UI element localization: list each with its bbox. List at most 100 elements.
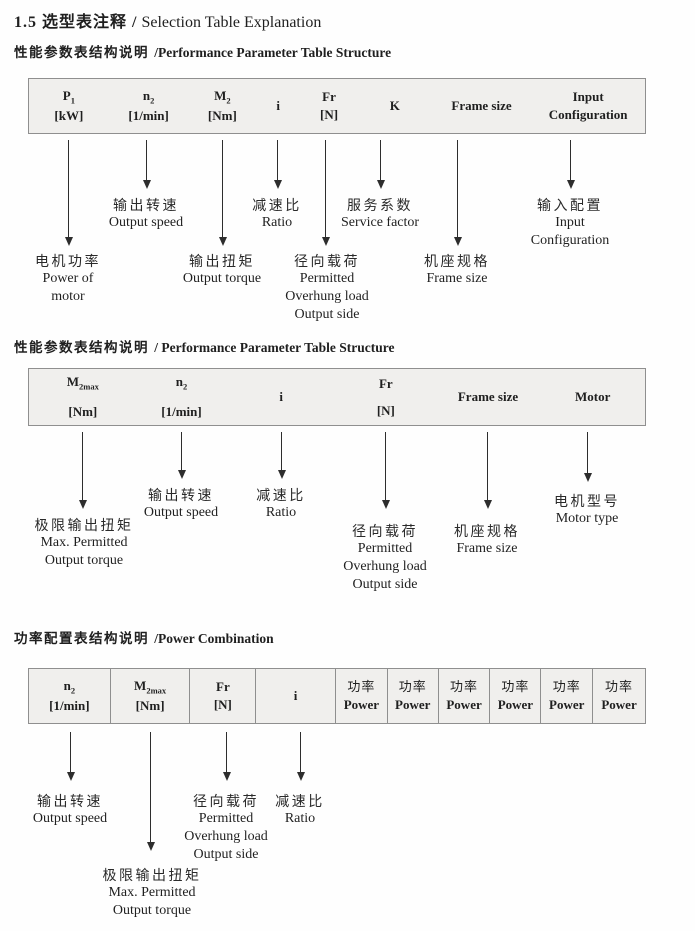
col-unit: [N] xyxy=(319,107,339,122)
performance-table-2: M2max [Nm] n2 [1/min] i Fr [N] Frame siz… xyxy=(28,368,646,426)
label-en-line: Input xyxy=(555,215,585,230)
label-en-line: Overhung load xyxy=(285,289,369,304)
section3-heading: 功率配置表结构说明 /Power Combination xyxy=(14,627,274,647)
col-symbol: M2 xyxy=(214,87,231,106)
col-symbol: 功率 xyxy=(450,679,479,695)
arrow-down-icon xyxy=(70,732,71,773)
col-unit: Power xyxy=(446,697,482,712)
label-output-speed: 输出转速 Output speed xyxy=(144,486,218,522)
label-zh-line: 输入配置 xyxy=(536,197,603,213)
label-power-of-motor: 电机功率 Power of motor xyxy=(35,252,101,306)
col-symbol: Fr xyxy=(378,375,393,391)
col-header-power-6: 功率 Power xyxy=(593,669,645,723)
col-header-power-2: 功率 Power xyxy=(388,669,439,723)
section2-heading-zh: 性能参数表结构说明 xyxy=(14,340,155,355)
label-en-line: Overhung load xyxy=(184,829,268,844)
label-zh-line: 减速比 xyxy=(256,487,306,503)
label-en-line: Overhung load xyxy=(343,559,427,574)
col-header-power-5: 功率 Power xyxy=(541,669,594,723)
label-en-line: Output torque xyxy=(112,903,192,918)
arrow-down-icon xyxy=(457,140,458,238)
label-zh-line: 电机型号 xyxy=(554,493,620,509)
label-zh-line: 极限输出扭矩 xyxy=(34,517,134,533)
col-unit: [Nm] xyxy=(68,403,98,419)
performance-table-1: P1 [kW] n2 [1/min] M2 [Nm] i Fr [N] K Fr… xyxy=(28,78,646,134)
col-header-power-3: 功率 Power xyxy=(439,669,491,723)
arrow-down-icon xyxy=(150,732,151,843)
col-unit: Power xyxy=(497,697,534,712)
label-output-speed: 输出转速 Output speed xyxy=(33,792,107,828)
label-en-line: Permitted xyxy=(198,811,254,826)
col-symbol: Frame size xyxy=(451,98,512,114)
col-symbol: P1 xyxy=(62,87,75,106)
label-en-line: Output side xyxy=(352,577,418,592)
label-ratio: 减速比 Ratio xyxy=(275,792,325,828)
arrow-down-icon xyxy=(222,140,223,238)
col-header-motor: Motor xyxy=(540,369,645,425)
label-zh-line: 输出扭矩 xyxy=(189,253,255,269)
col-symbol: 功率 xyxy=(605,679,634,695)
col-header-power-1: 功率 Power xyxy=(336,669,388,723)
label-ratio: 减速比 Ratio xyxy=(252,196,302,232)
label-en-line: Frame size xyxy=(456,541,518,556)
col-unit: [N] xyxy=(376,402,395,418)
col-header-frame-size: Frame size xyxy=(432,79,532,133)
col-unit: Power xyxy=(549,697,585,712)
arrow-down-icon xyxy=(82,432,83,501)
col-header-fr: Fr [N] xyxy=(336,369,436,425)
col-symbol: 功率 xyxy=(398,679,427,695)
col-unit: Power xyxy=(601,697,637,712)
col-header-fr: Fr [N] xyxy=(190,669,257,723)
label-service-factor: 服务系数 Service factor xyxy=(341,196,419,232)
col-header-ratio: i xyxy=(256,79,300,133)
label-frame-size: 机座规格 Frame size xyxy=(424,252,490,288)
col-symbol: 功率 xyxy=(552,679,581,695)
arrow-down-icon xyxy=(380,140,381,181)
label-en-line: Output speed xyxy=(143,505,219,520)
section2-heading: 性能参数表结构说明 / Performance Parameter Table … xyxy=(14,336,394,356)
section3-heading-en: /Power Combination xyxy=(154,631,274,646)
label-overhung-load: 径向载荷 Permitted Overhung load Output side xyxy=(343,522,427,594)
label-zh-line: 减速比 xyxy=(275,793,325,809)
label-en-line: Max. Permitted xyxy=(40,535,128,550)
col-unit: Power xyxy=(343,697,380,712)
col-symbol: Motor xyxy=(574,389,611,405)
label-zh-line: 减速比 xyxy=(252,197,302,213)
label-output-speed: 输出转速 Output speed xyxy=(109,196,183,232)
label-en-line: Ratio xyxy=(284,811,316,826)
col-symbol: Fr xyxy=(322,89,336,105)
arrow-down-icon xyxy=(281,432,282,471)
col-header-k: K xyxy=(358,79,432,133)
col-symbol: 功率 xyxy=(501,679,530,695)
label-max-output-torque: 极限输出扭矩 Max. Permitted Output torque xyxy=(103,866,202,920)
col-header-m2max: M2max [Nm] xyxy=(111,669,191,723)
arrow-down-icon xyxy=(181,432,182,471)
col-symbol: 功率 xyxy=(347,679,376,695)
col-symbol: M2max xyxy=(66,374,99,393)
label-zh-line: 电机功率 xyxy=(35,253,101,269)
label-output-torque: 输出扭矩 Output torque xyxy=(183,252,261,288)
col-symbol: Fr xyxy=(216,679,230,695)
label-overhung-load: 径向载荷 Permitted Overhung load Output side xyxy=(184,792,268,864)
section2-heading-en: / Performance Parameter Table Structure xyxy=(154,340,395,355)
label-en-line: Output torque xyxy=(182,271,262,286)
label-zh-line: 极限输出扭矩 xyxy=(102,867,202,883)
col-symbol: M2max xyxy=(134,677,167,696)
label-en-line: Output speed xyxy=(108,215,184,230)
arrow-down-icon xyxy=(226,732,227,773)
label-en-line: Service factor xyxy=(340,215,420,230)
label-en-line: Output side xyxy=(193,847,259,862)
col-header-frame-size: Frame size xyxy=(436,369,541,425)
col-unit: [1/min] xyxy=(161,403,202,419)
label-zh-line: 径向载荷 xyxy=(294,253,360,269)
label-en-line: Output speed xyxy=(32,811,108,826)
label-input-configuration: 输入配置 Input Configuration xyxy=(531,196,610,250)
label-en-line: Permitted xyxy=(357,541,413,556)
col-header-n2: n2 [1/min] xyxy=(109,79,189,133)
label-en-line: Motor type xyxy=(555,511,619,526)
col-header-n2: n2 [1/min] xyxy=(137,369,227,425)
label-en-line: Ratio xyxy=(261,215,293,230)
power-combination-table: n2 [1/min] M2max [Nm] Fr [N] i 功率 Power … xyxy=(28,668,646,724)
label-en-line: Ratio xyxy=(265,505,297,520)
